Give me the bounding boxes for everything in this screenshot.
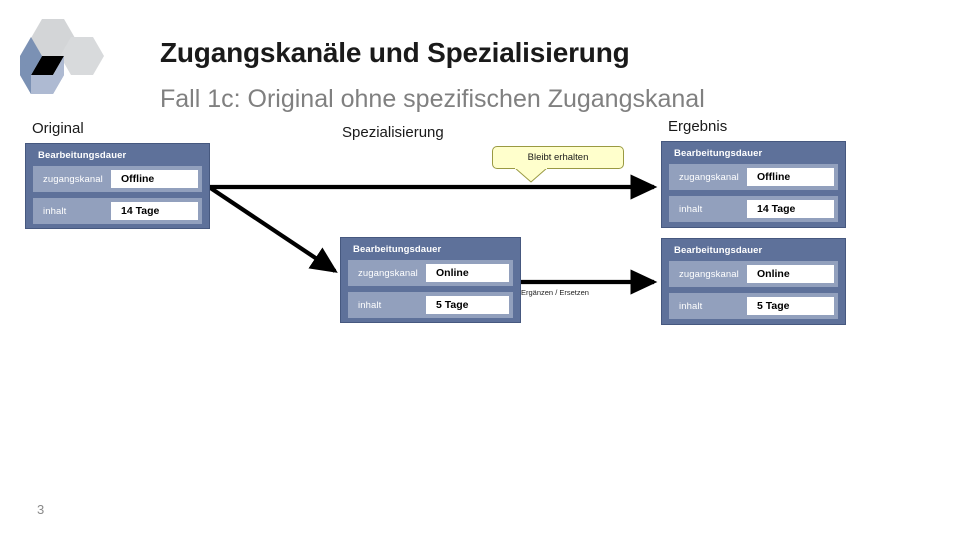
attribute-value: 14 Tage [747,200,834,218]
entity-title: Bearbeitungsdauer [674,148,763,159]
attribute-row: inhalt 5 Tage [669,293,838,319]
callout-tail-icon [514,168,548,183]
slide-subtitle: Fall 1c: Original ohne spezifischen Zuga… [160,85,705,113]
attribute-row: zugangskanal Online [348,260,513,286]
entity-title: Bearbeitungsdauer [38,150,127,161]
entity-title: Bearbeitungsdauer [353,244,442,255]
caption-original: Original [32,120,84,137]
attribute-row: inhalt 14 Tage [33,198,202,224]
attribute-name: zugangskanal [43,173,103,185]
attribute-value: 14 Tage [111,202,198,220]
callout-label: Bleibt erhalten [492,146,624,169]
page-number: 3 [37,502,45,517]
hexagon-cube-logo [14,16,110,98]
entity-box-result-top[interactable]: Bearbeitungsdauer zugangskanal Offline i… [661,141,846,228]
slide-title: Zugangskanäle und Spezialisierung [160,37,630,68]
attribute-name: inhalt [358,299,382,311]
entity-box-original[interactable]: Bearbeitungsdauer zugangskanal Offline i… [25,143,210,229]
attribute-row: inhalt 5 Tage [348,292,513,318]
attribute-row: inhalt 14 Tage [669,196,838,222]
attribute-name: zugangskanal [679,268,739,280]
attribute-name: inhalt [43,205,67,217]
attribute-name: zugangskanal [679,171,739,183]
caption-ergebnis: Ergebnis [668,118,728,135]
attribute-value: 5 Tage [747,297,834,315]
entity-box-spezialisierung[interactable]: Bearbeitungsdauer zugangskanal Online in… [340,237,521,323]
attribute-name: inhalt [679,300,703,312]
attribute-row: zugangskanal Offline [33,166,202,192]
attribute-name: zugangskanal [358,267,418,279]
attribute-value: Online [747,265,834,283]
attribute-value: Online [426,264,509,282]
caption-spezialisierung: Spezialisierung [342,124,444,141]
callout-bleibt-erhalten: Bleibt erhalten [492,146,624,183]
attribute-row: zugangskanal Online [669,261,838,287]
attribute-value: 5 Tage [426,296,509,314]
entity-title: Bearbeitungsdauer [674,245,763,256]
edge-label-ergaenzen-ersetzen: Ergänzen / Ersetzen [521,288,589,297]
attribute-value: Offline [111,170,198,188]
attribute-row: zugangskanal Offline [669,164,838,190]
entity-box-result-bottom[interactable]: Bearbeitungsdauer zugangskanal Online in… [661,238,846,325]
attribute-name: inhalt [679,203,703,215]
attribute-value: Offline [747,168,834,186]
